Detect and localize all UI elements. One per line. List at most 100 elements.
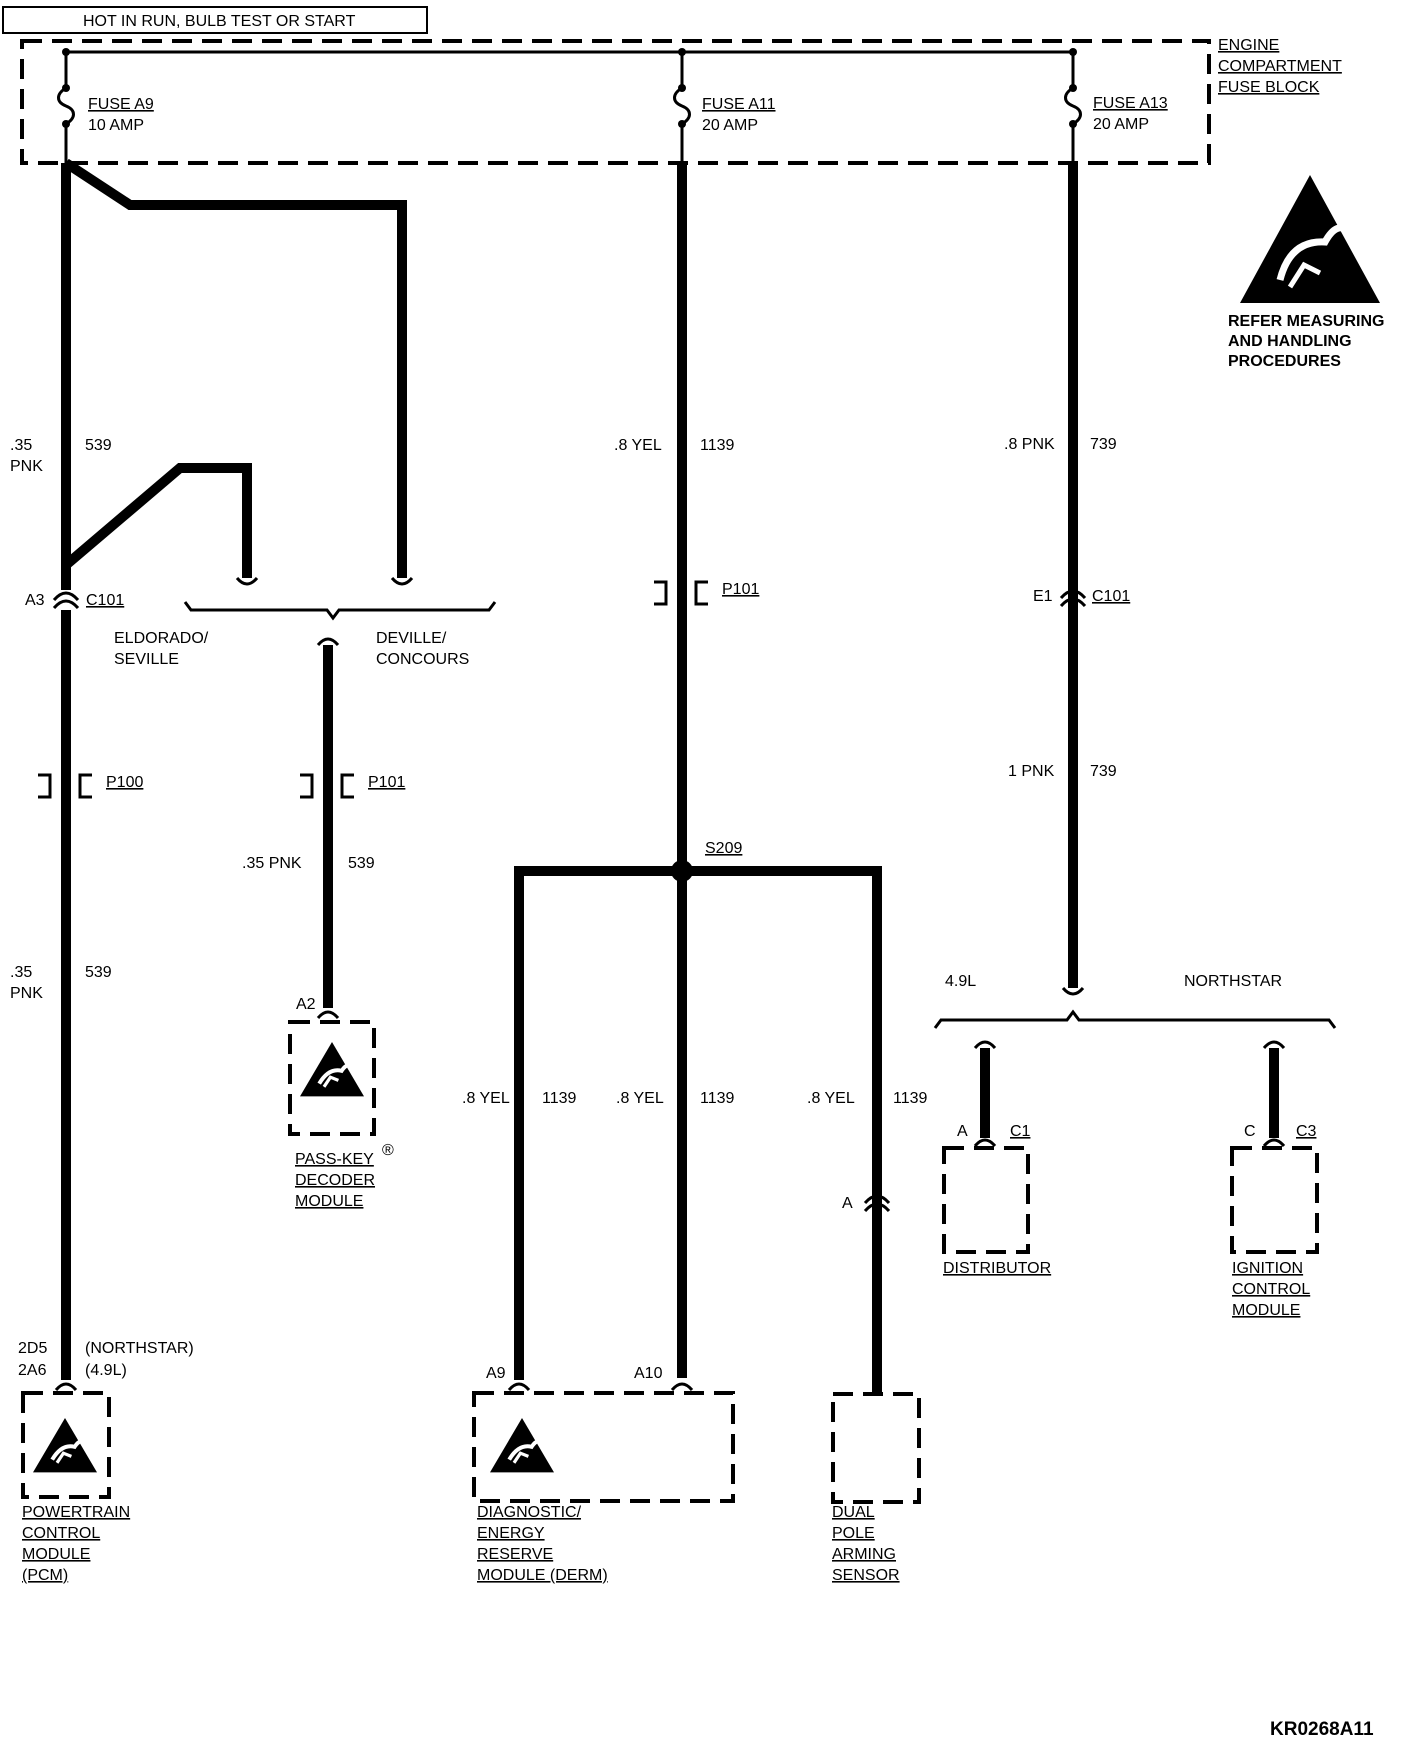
- pcm-label-1: POWERTRAIN: [22, 1504, 130, 1521]
- pcm-pin-northstar: 2D5: [18, 1340, 47, 1357]
- fuse-a11-symbol: [673, 48, 691, 163]
- derm-pin-a10: A10: [634, 1365, 663, 1382]
- derm-label-4: MODULE (DERM): [477, 1567, 608, 1584]
- connector-c101-a3: [52, 591, 80, 610]
- wire-1139-sensor-gauge: .8 YEL: [807, 1090, 855, 1107]
- fuse-a13-symbol: [1064, 48, 1082, 163]
- power-source-box: [2, 6, 428, 34]
- pcm-label-4: (PCM): [22, 1567, 68, 1584]
- passkey-label-3: MODULE: [295, 1193, 363, 1210]
- wire-1139-derm-a9: [514, 866, 682, 1380]
- icm-terminal: [1262, 1138, 1286, 1148]
- pcm-label-3: MODULE: [22, 1546, 90, 1563]
- derm-terminal-a9: [507, 1382, 531, 1392]
- pcm-note-49l: (4.9L): [85, 1362, 127, 1379]
- icm-label-2: CONTROL: [1232, 1281, 1310, 1298]
- fuse-block-label-1: ENGINE: [1218, 37, 1279, 54]
- fuse-a13-rating: 20 AMP: [1093, 116, 1149, 133]
- icm-label-3: MODULE: [1232, 1302, 1300, 1319]
- passkey-wire-top-terminal: [316, 637, 340, 647]
- connector-c101-e1-name: C101: [1092, 588, 1130, 605]
- engine-option-northstar: NORTHSTAR: [1184, 973, 1282, 990]
- esd-note-line-1: REFER MEASURING: [1228, 313, 1384, 330]
- sensor-label-3: ARMING: [832, 1546, 896, 1563]
- wire-1139-sensor-circuit: 1139: [893, 1090, 928, 1107]
- connector-p101-mid-name: P101: [722, 581, 759, 598]
- derm-label-3: RESERVE: [477, 1546, 553, 1563]
- fuse-block-label-2: COMPARTMENT: [1218, 58, 1342, 75]
- wire-739-lower-circuit: 739: [1090, 763, 1117, 780]
- wire-1139-derm-a10-circuit: 1139: [700, 1090, 735, 1107]
- connector-p101-mid: [654, 580, 708, 606]
- fuse-block-outline: [20, 39, 1211, 165]
- power-source-label: HOT IN RUN, BULB TEST OR START: [83, 13, 356, 30]
- wire-739-upper-gauge: .8 PNK: [1004, 436, 1055, 453]
- wire-539-deville-end: [390, 576, 414, 586]
- derm-terminal-a10: [670, 1382, 694, 1392]
- sensor-connector-a: [863, 1194, 891, 1213]
- icm-label-1: IGNITION: [1232, 1260, 1303, 1277]
- connector-c101-e1: [1059, 589, 1087, 608]
- wire-539-eldorado-branch: [62, 463, 252, 578]
- passkey-label-2: DECODER: [295, 1172, 375, 1189]
- distributor-box: [942, 1146, 1030, 1254]
- wire-1139-upper-gauge: .8 YEL: [614, 437, 662, 454]
- option-deville-line-1: DEVILLE/: [376, 630, 447, 647]
- connector-p101-passkey: [300, 773, 354, 799]
- esd-note-line-2: AND HANDLING: [1228, 333, 1352, 350]
- passkey-box: [288, 1020, 376, 1136]
- icm-wire-top: [1262, 1040, 1286, 1050]
- distributor-wire-top: [973, 1040, 997, 1050]
- wire-739-lower-gauge: 1 PNK: [1008, 763, 1055, 780]
- distributor-label: DISTRIBUTOR: [943, 1260, 1051, 1277]
- wire-539-lower-gauge-2: PNK: [10, 985, 43, 1002]
- pcm-note-northstar: (NORTHSTAR): [85, 1340, 194, 1357]
- option-deville-line-2: CONCOURS: [376, 651, 469, 668]
- sensor-label-4: SENSOR: [832, 1567, 900, 1584]
- sensor-label-1: DUAL: [832, 1504, 875, 1521]
- fuse-a9-symbol: [57, 48, 75, 163]
- distributor-pin: A: [957, 1123, 968, 1140]
- derm-pin-a9: A9: [486, 1365, 506, 1382]
- wire-1139-sensor: [682, 866, 882, 1395]
- fuse-a13-name: FUSE A13: [1093, 95, 1168, 112]
- splice-s209-name: S209: [705, 840, 742, 857]
- derm-label-1: DIAGNOSTIC/: [477, 1504, 582, 1521]
- wire-539-deville-branch: [63, 158, 407, 578]
- connector-c101-e1-pin: E1: [1033, 588, 1053, 605]
- wire-539-upper-circuit: 539: [85, 437, 112, 454]
- connector-p100-name: P100: [106, 774, 143, 791]
- wire-539-passkey-circuit: 539: [348, 855, 375, 872]
- wire-739-end: [1061, 986, 1085, 996]
- pcm-label-2: CONTROL: [22, 1525, 100, 1542]
- splice-s209: [671, 860, 693, 882]
- passkey-registered: ®: [382, 1142, 394, 1159]
- connector-c101-a3-name: C101: [86, 592, 124, 609]
- passkey-esd-icon: [300, 1042, 364, 1096]
- wire-539-passkey-gauge: .35 PNK: [242, 855, 302, 872]
- wire-1139-derm-a9-circuit: 1139: [542, 1090, 577, 1107]
- passkey-pin: A2: [296, 996, 316, 1013]
- fuse-a11-rating: 20 AMP: [702, 117, 758, 134]
- fuse-a11-name: FUSE A11: [702, 96, 776, 113]
- derm-box: [472, 1391, 735, 1503]
- pcm-terminal: [54, 1382, 78, 1392]
- wire-539-lower-gauge-1: .35: [10, 964, 32, 981]
- option-bracket-body: [183, 601, 497, 621]
- option-eldorado-line-1: ELDORADO/: [114, 630, 209, 647]
- passkey-terminal: [316, 1010, 340, 1020]
- fuse-a9-rating: 10 AMP: [88, 117, 144, 134]
- fuse-a9-name: FUSE A9: [88, 96, 154, 113]
- wire-539-lower-circuit: 539: [85, 964, 112, 981]
- connector-p100: [38, 773, 92, 799]
- fuse-block-label-3: FUSE BLOCK: [1218, 79, 1320, 96]
- engine-option-49l: 4.9L: [945, 973, 976, 990]
- pcm-box: [21, 1391, 111, 1499]
- distributor-terminal: [973, 1138, 997, 1148]
- esd-warning-icon: [1240, 175, 1380, 303]
- pcm-esd-icon: [33, 1418, 97, 1472]
- distributor-connector: C1: [1010, 1123, 1031, 1140]
- wire-1139-derm-a9-gauge: .8 YEL: [462, 1090, 510, 1107]
- sensor-box: [831, 1392, 921, 1504]
